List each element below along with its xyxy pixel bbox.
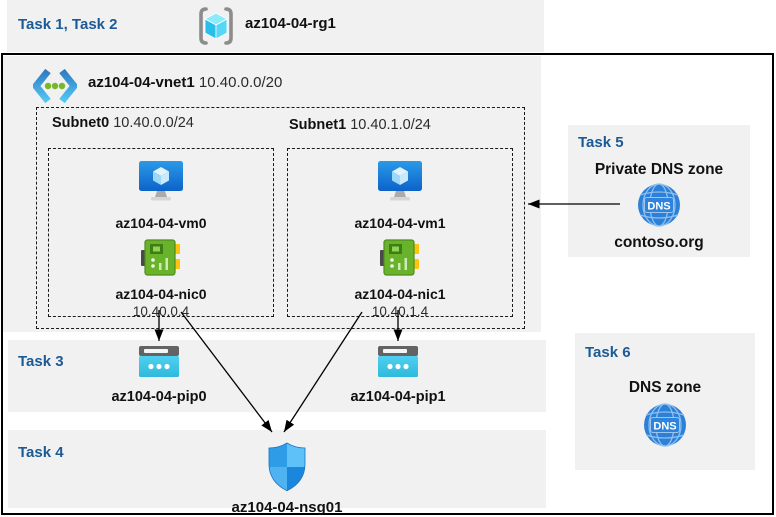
public-ip1-icon [378, 346, 418, 382]
subnet1-name: Subnet1 [289, 117, 347, 133]
nic0-icon [141, 239, 181, 281]
task6-label: Task 6 [585, 344, 631, 361]
pip0-name: az104-04-pip0 [111, 389, 207, 405]
subnet0-cidr: 10.40.0.0/24 [113, 115, 194, 131]
private-dns-zone-name: contoso.org [614, 234, 704, 251]
dns-icon-text: DNS [653, 421, 676, 433]
task6-box: Task 6 DNS zone DNS [575, 333, 755, 470]
vm0-name: az104-04-vm0 [115, 215, 207, 231]
task1-2-label: Task 1, Task 2 [18, 16, 118, 33]
nic1-name: az104-04-nic1 [354, 286, 446, 302]
task5-box: Task 5 Private DNS zone DNS contoso.org [568, 125, 750, 257]
pip1-name: az104-04-pip1 [350, 389, 446, 405]
subnet0-label: Subnet0 10.40.0.0/24 [52, 115, 194, 131]
resource-group-icon [195, 6, 237, 51]
vnet-name: az104-04-vnet1 [88, 74, 195, 91]
subnet1-label: Subnet1 10.40.1.0/24 [289, 117, 431, 133]
vnet-title: az104-04-vnet1 10.40.0.0/20 [88, 74, 282, 91]
nsg-shield-icon [267, 442, 307, 497]
nic1-icon [380, 239, 420, 281]
subnet0-vm-dashed-box: az104-04-vm0 az104-04- [48, 148, 274, 319]
vm1-icon [377, 160, 423, 207]
task3-label: Task 3 [18, 353, 64, 370]
nsg-name: az104-04-nsg01 [231, 499, 343, 516]
task5-label: Task 5 [578, 134, 624, 151]
dns-globe-icon: DNS [637, 183, 681, 232]
nsg-group: az104-04-nsg01 [205, 442, 369, 516]
task3-band: Task 3 az104-04-pip0 [8, 340, 546, 412]
pip1-group: az104-04-pip1 [328, 346, 468, 405]
nic0-ip: 10.40.0.4 [132, 304, 190, 319]
task4-label: Task 4 [18, 444, 64, 461]
dns-globe-icon: DNS [643, 403, 687, 452]
pip0-group: az104-04-pip0 [97, 346, 221, 405]
vm0-icon [138, 160, 184, 207]
task4-band: Task 4 az104-04-nsg01 [8, 430, 546, 516]
nic1-ip: 10.40.1.4 [371, 304, 429, 319]
vnet-cidr: 10.40.0.0/20 [198, 74, 283, 91]
subnet1-vm-dashed-box: az104-04-vm1 az104-04- [287, 148, 513, 319]
private-dns-icon-wrap: DNS [568, 183, 750, 232]
virtual-network-icon [31, 68, 79, 109]
subnet0-name: Subnet0 [52, 115, 110, 131]
nic0-name: az104-04-nic0 [115, 286, 207, 302]
dns-zone-title: DNS zone [628, 379, 702, 396]
private-dns-zone-title: Private DNS zone [594, 161, 724, 178]
subnet1-cidr: 10.40.1.0/24 [350, 117, 431, 133]
resource-group-name: az104-04-rg1 [245, 15, 336, 32]
subnet0-vm-group: az104-04-vm0 az104-04- [49, 149, 273, 319]
vm1-name: az104-04-vm1 [354, 215, 446, 231]
subnet1-vm-group: az104-04-vm1 az104-04- [288, 149, 512, 319]
task1-2-band: Task 1, Task 2 az104-04-rg1 [7, 0, 544, 52]
vnet-container: az104-04-vnet1 10.40.0.0/20 Subnet0 10.4… [3, 56, 541, 332]
dns-icon-wrap: DNS [575, 403, 755, 452]
public-ip0-icon [139, 346, 179, 382]
subnets-dashed-box [36, 107, 525, 329]
dns-icon-text: DNS [647, 201, 670, 213]
